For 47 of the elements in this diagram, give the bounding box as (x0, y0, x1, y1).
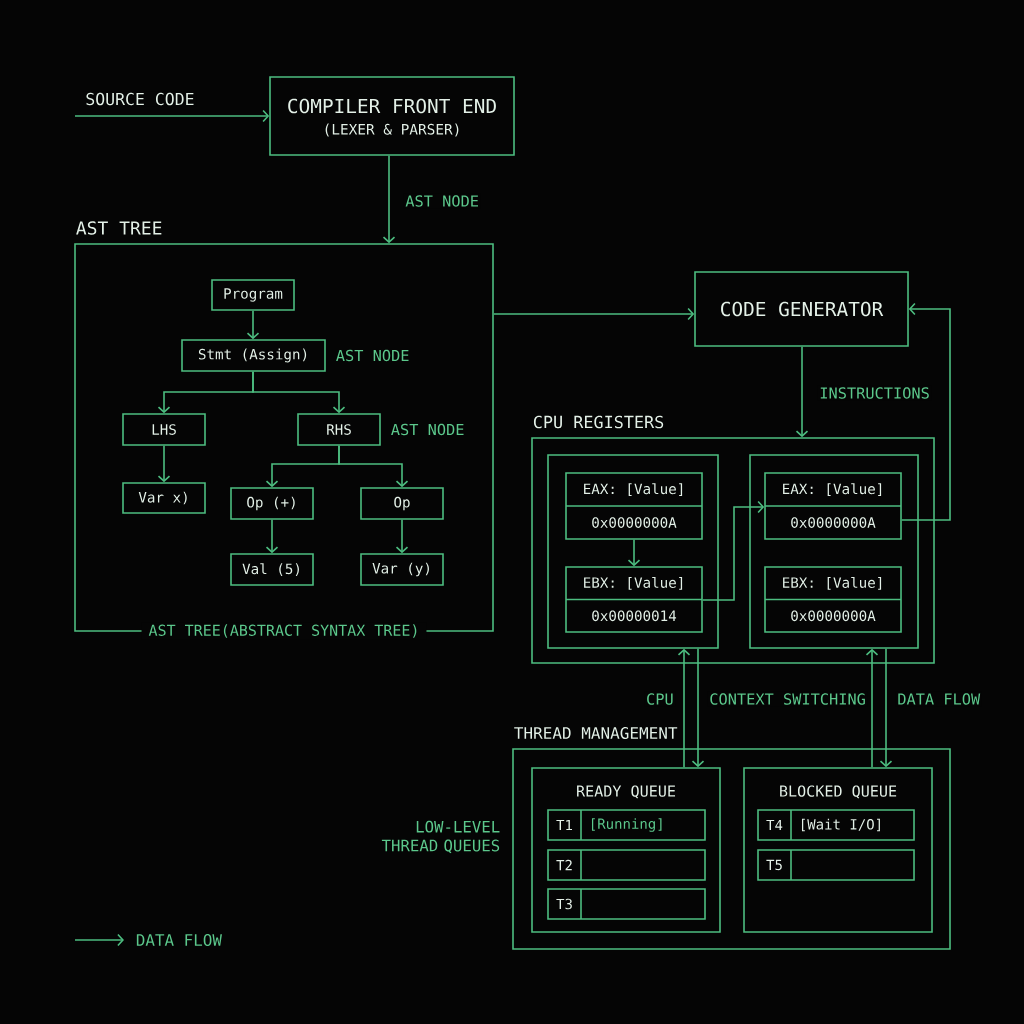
queue-row: T4 [Wait I/O] (757, 809, 915, 841)
register-group (749, 454, 919, 649)
node-label: CPU REGISTERS (533, 415, 664, 429)
tree-node: Program (211, 279, 295, 311)
node-label: THREAD MANAGEMENT (514, 726, 678, 740)
edge-label: SOURCE CODE (83, 91, 197, 107)
arrow (627, 539, 641, 567)
tree-node: Op (+) (230, 487, 314, 520)
tree-node: Val (5) (230, 553, 314, 586)
register-box: EAX: [Value] 0x0000000A (764, 472, 902, 540)
legend-label: DATA FLOW (136, 934, 222, 946)
tree-node: Var (y) (360, 553, 444, 586)
queue-row: T2 (547, 849, 706, 881)
arrow (795, 346, 809, 438)
node-tag: AST NODE (391, 423, 464, 436)
register-group (547, 454, 719, 649)
tree-node: Stmt (Assign) (181, 339, 326, 372)
arrow (677, 648, 691, 768)
process-box: CODE GENERATOR (694, 271, 909, 347)
tree-node: Op (360, 487, 444, 520)
tree-node: LHS (122, 413, 206, 446)
arrow (74, 109, 270, 123)
arrow (865, 648, 879, 768)
arrow (265, 519, 279, 554)
arrow (691, 648, 705, 768)
register-box: EAX: [Value] 0x0000000A (565, 472, 703, 540)
arrow (157, 445, 171, 483)
node-tag: AST NODE (336, 349, 409, 362)
queue-row: T3 (547, 888, 706, 920)
arrow (395, 519, 409, 554)
node-label: AST TREE (76, 221, 162, 235)
arrow (879, 648, 893, 768)
arrow (252, 371, 346, 414)
arrow (382, 155, 396, 244)
queue-row: T5 (757, 849, 915, 881)
process-box: COMPILER FRONT END (LEXER & PARSER) (269, 76, 515, 156)
register-box: EBX: [Value] 0x0000000A (764, 566, 902, 633)
arrow (901, 302, 951, 521)
tree-node: RHS (297, 413, 381, 446)
arrow (702, 500, 765, 601)
arrow (493, 307, 695, 321)
side-note: LOW-LEVEL THREAD QUEUES (381, 820, 500, 854)
register-box: EBX: [Value] 0x00000014 (565, 566, 703, 633)
queue-row: T1 [Running] (547, 809, 706, 841)
arrow (246, 310, 260, 340)
tree-node: Var x) (122, 482, 206, 514)
arrow (338, 445, 409, 488)
